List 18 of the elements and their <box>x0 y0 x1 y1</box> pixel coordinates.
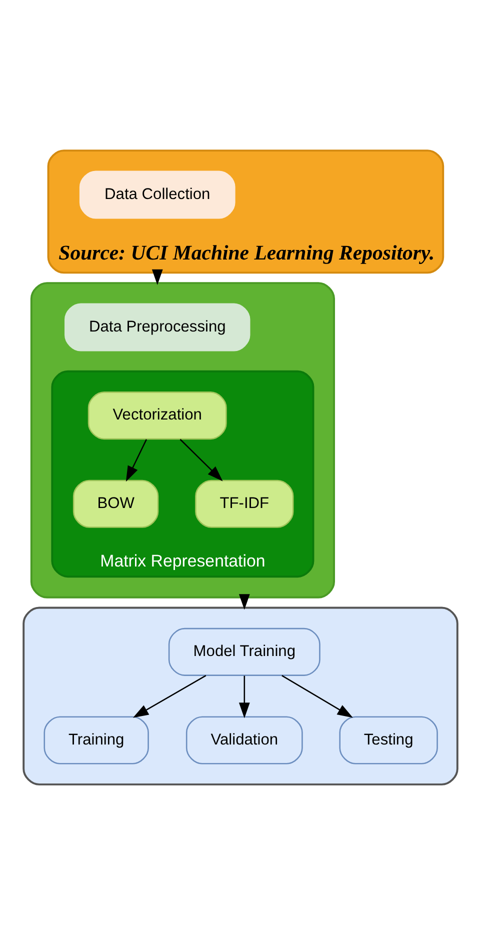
node-box: Model Training <box>168 627 320 676</box>
arrow <box>126 438 148 482</box>
arrow <box>132 674 206 718</box>
arrow <box>238 594 250 610</box>
cluster <box>30 282 335 598</box>
node-box: Training <box>44 716 149 764</box>
node-box: BOW <box>72 479 159 528</box>
cluster <box>22 606 458 785</box>
node-box: Data Preprocessing <box>64 302 250 351</box>
node-box: TF-IDF <box>195 479 294 528</box>
arrow <box>282 674 353 718</box>
node-box: Vectorization <box>88 391 227 440</box>
node-box: Testing <box>339 716 438 764</box>
arrow <box>238 675 250 718</box>
node-box: Data Collection <box>79 170 236 218</box>
arrow <box>180 438 223 481</box>
arrow <box>152 268 163 285</box>
node-box: Validation <box>186 716 303 764</box>
